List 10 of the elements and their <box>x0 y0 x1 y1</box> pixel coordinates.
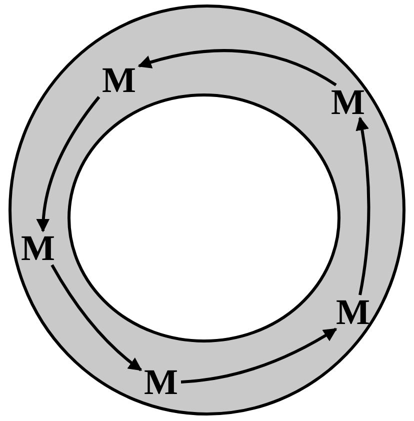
ring-label: M <box>99 63 139 97</box>
arrow <box>50 264 142 372</box>
arrow <box>356 116 370 296</box>
arrow <box>180 328 338 384</box>
ring-label: M <box>328 85 368 119</box>
ring-label: M <box>141 365 181 399</box>
arrow <box>36 96 100 232</box>
ring-label: M <box>333 295 373 329</box>
arrow <box>138 49 337 86</box>
ring-label: M <box>18 231 58 265</box>
